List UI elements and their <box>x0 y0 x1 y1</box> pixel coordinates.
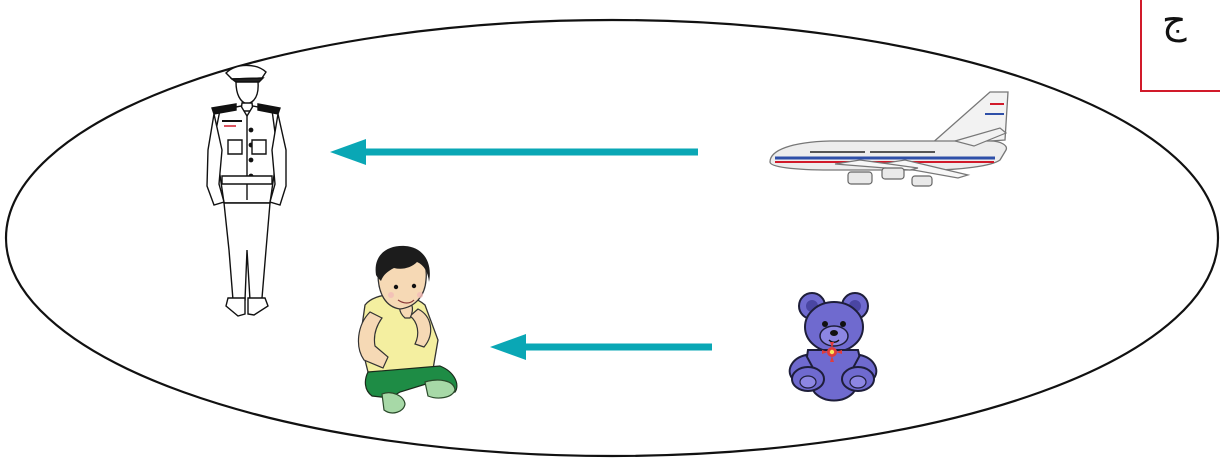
child-illustration <box>357 245 458 414</box>
label-box: ج <box>1140 0 1220 92</box>
pilot-officer-illustration <box>206 64 287 317</box>
airplane-illustration <box>769 91 1009 187</box>
arrow-top <box>330 139 698 165</box>
label-box-text: ج <box>1162 0 1187 42</box>
arrow-bottom <box>490 334 712 360</box>
teddy-bear-illustration <box>788 292 878 402</box>
enclosing-ellipse <box>4 18 1220 458</box>
